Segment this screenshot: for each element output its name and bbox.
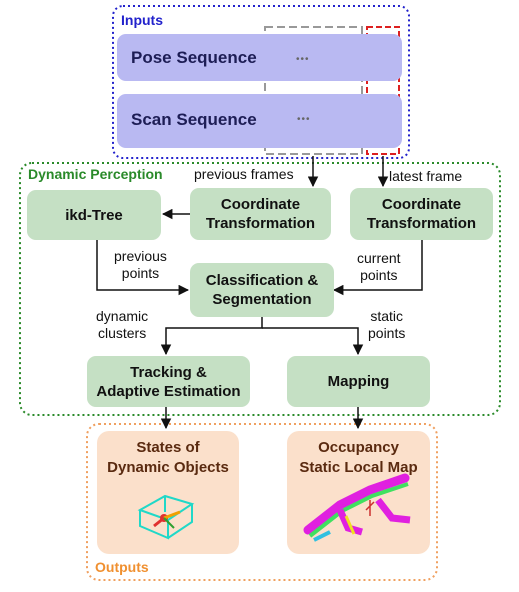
dynamic-clusters-label: dynamic clusters [96, 308, 148, 342]
pose-sequence-bar [117, 34, 402, 81]
states-title-line2: Dynamic Objects [107, 459, 229, 476]
static-points-line2: points [368, 325, 406, 341]
outputs-group-border [86, 423, 438, 581]
current-points-label: current points [357, 250, 401, 284]
latest-frame-box [366, 26, 400, 155]
scan-sequence-label: Scan Sequence [131, 110, 257, 129]
previous-frames-box [264, 26, 363, 155]
occupancy-title-line1: Occupancy [318, 439, 399, 456]
mapping-node: Mapping [287, 356, 430, 407]
perception-title: Dynamic Perception [28, 166, 163, 182]
dynamic-clusters-line2: clusters [97, 325, 147, 341]
perception-group-border [19, 162, 501, 416]
previous-points-line1: previous [114, 248, 167, 264]
inputs-title: Inputs [121, 12, 163, 28]
tracking-line2: Adaptive Estimation [96, 382, 241, 400]
coord-prev-line1: Coordinate [220, 196, 301, 213]
arrow-to-tracking [160, 317, 263, 356]
arrow-to-mapping [262, 327, 364, 356]
current-points-line2: points [360, 267, 398, 283]
static-points-label: static points [368, 308, 405, 342]
states-title-line1: States of [136, 439, 200, 456]
previous-points-label: previous points [114, 248, 167, 282]
mapping-label: Mapping [327, 373, 390, 390]
pose-ellipsis: ••• [296, 54, 310, 65]
pose-sequence-label: Pose Sequence [131, 48, 257, 67]
occupancy-title: Occupancy Static Local Map [287, 438, 430, 478]
dynamic-clusters-line1: dynamic [96, 308, 149, 324]
static-points-line1: static [370, 308, 404, 324]
ikd-tree-node: ikd-Tree [27, 190, 161, 240]
current-points-line1: current [357, 250, 401, 266]
coordinate-transformation-latest-node: Coordinate Transformation [350, 188, 493, 240]
classification-line1: Classification & [205, 272, 319, 289]
classification-line2: Segmentation [212, 291, 312, 308]
coord-latest-line2: Transformation [366, 215, 477, 232]
scan-sequence-bar [117, 94, 402, 148]
scan-ellipsis: ••• [297, 114, 311, 125]
outputs-title: Outputs [95, 559, 149, 575]
tracking-line1: Tracking & [130, 363, 207, 381]
occupancy-map-illustration [303, 473, 411, 542]
dynamic-object-box-illustration [137, 494, 195, 540]
inputs-group-border [112, 5, 410, 159]
ikd-tree-label: ikd-Tree [65, 206, 123, 224]
arrow-current-points [332, 240, 423, 296]
previous-frames-label: previous frames [194, 166, 294, 182]
coordinate-transformation-previous-node: Coordinate Transformation [190, 188, 331, 240]
classification-segmentation-node: Classification & Segmentation [190, 263, 334, 317]
occupancy-title-line2: Static Local Map [299, 459, 418, 476]
coord-prev-line2: Transformation [205, 215, 316, 232]
latest-frame-label: latest frame [389, 168, 463, 184]
coord-latest-line1: Coordinate [381, 196, 462, 213]
previous-points-line2: points [121, 265, 160, 281]
arrow-previous-points [96, 240, 190, 296]
tracking-estimation-node: Tracking & Adaptive Estimation [87, 356, 250, 407]
states-title: States of Dynamic Objects [97, 438, 239, 478]
